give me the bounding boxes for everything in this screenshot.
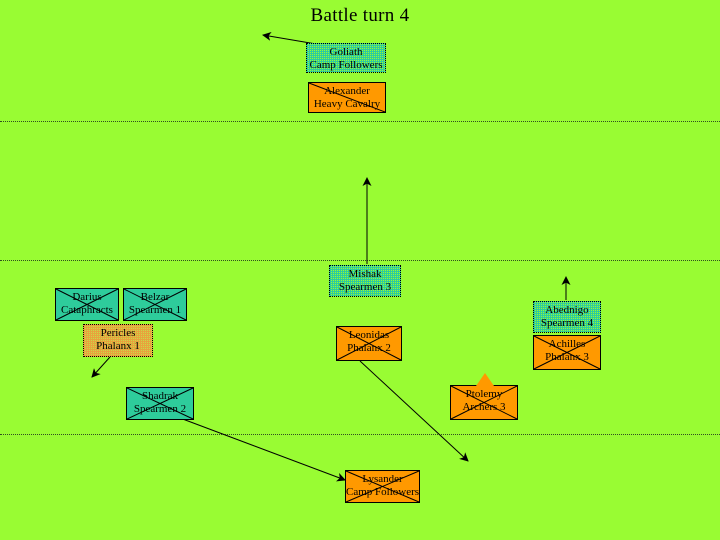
unit-type: Phalanx 3 <box>545 351 589 363</box>
unit-name: Lysander <box>362 473 403 485</box>
rank-line-1 <box>0 260 720 261</box>
unit-type: Camp Followers <box>309 59 383 71</box>
unit-type: Spearmen 3 <box>338 281 392 293</box>
unit-name: Abednigo <box>545 304 589 316</box>
unit-destroyed-x-icon <box>533 335 601 370</box>
unit-name: Leonidas <box>348 329 390 341</box>
unit-name: Achilles <box>548 338 586 350</box>
rank-line-2 <box>0 434 720 435</box>
unit-type: Spearmen 4 <box>540 317 594 329</box>
unit-type: Phalanx 2 <box>347 342 391 354</box>
unit-name: Belzar <box>140 291 170 303</box>
unit-name: Ptolemy <box>465 388 503 400</box>
unit-type: Phalanx 1 <box>96 340 140 352</box>
unit-name: Darius <box>72 291 102 303</box>
unit-name: Goliath <box>329 46 363 58</box>
unit-type: Heavy Cavalry <box>313 98 381 110</box>
unit-type: Spearmen 1 <box>128 304 182 316</box>
unit-name: Pericles <box>100 327 136 339</box>
unit-destroyed-x-icon <box>126 387 194 420</box>
page-title: Battle turn 4 <box>310 5 410 26</box>
unit-type: Spearmen 2 <box>133 403 187 415</box>
unit-destroyed-x-icon <box>336 326 402 361</box>
unit-name: Alexander <box>324 85 370 97</box>
movement-arrow-pericles <box>91 356 111 378</box>
unit-destroyed-x-icon <box>123 288 187 321</box>
movement-arrow-shadrak <box>179 417 346 482</box>
unit-slash-icon <box>308 82 386 113</box>
unit-name: Shadrak <box>141 390 179 402</box>
unit-destroyed-x-icon <box>55 288 119 321</box>
unit-flag-icon <box>476 373 494 386</box>
unit-type: Camp Followers <box>346 486 420 498</box>
unit-name: Mishak <box>348 268 382 280</box>
rank-line-0 <box>0 121 720 122</box>
unit-type: Cataphracts <box>61 304 113 316</box>
unit-type: Archers 3 <box>462 401 506 413</box>
unit-destroyed-x-icon <box>345 470 420 503</box>
